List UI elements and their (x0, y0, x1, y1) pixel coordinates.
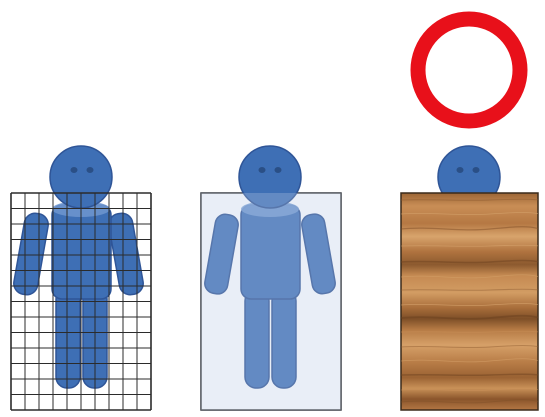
right-eye (87, 167, 94, 173)
left-leg (56, 288, 80, 388)
right-eye (473, 167, 480, 173)
left-eye (259, 167, 266, 173)
figure-wood-box (401, 19, 540, 410)
figure-grid-box (11, 146, 151, 410)
left-eye (457, 167, 464, 173)
glass-tint (201, 193, 341, 410)
person-figure (12, 146, 145, 388)
red-circle-marker (418, 19, 520, 121)
left-eye (71, 167, 78, 173)
figure-glass-box (201, 146, 341, 410)
right-eye (275, 167, 282, 173)
wood-box (401, 193, 540, 410)
